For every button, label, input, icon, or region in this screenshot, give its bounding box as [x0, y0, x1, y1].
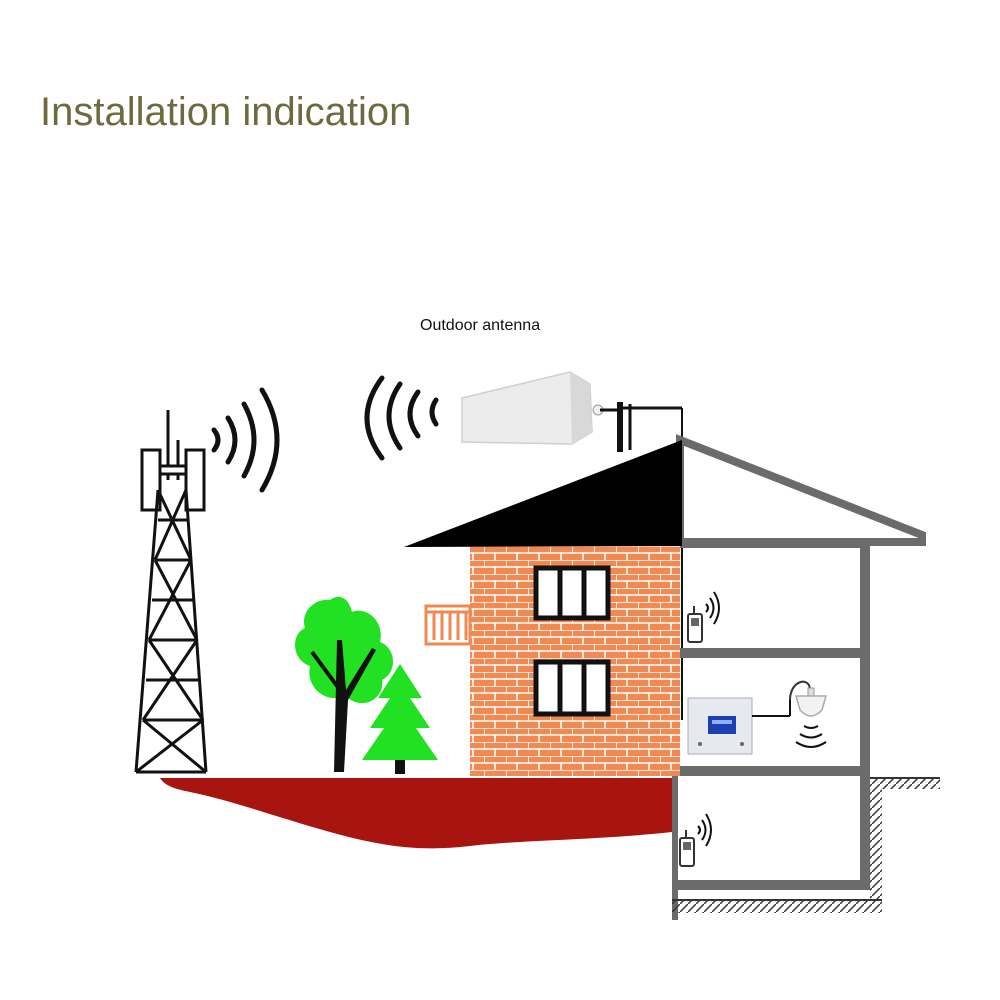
tree-icon: [294, 596, 394, 772]
phone-icon: [687, 591, 720, 643]
page-title: Installation indication: [40, 90, 412, 134]
antenna-signal-icon: [364, 375, 439, 461]
window-upper: [533, 565, 611, 621]
pine-tree-icon: [362, 664, 438, 774]
outdoor-antenna-label: Outdoor antenna: [420, 317, 540, 334]
signal-repeater: [687, 697, 791, 755]
outdoor-antenna: [461, 371, 683, 720]
phone-icon: [679, 813, 712, 867]
balcony: [424, 604, 472, 646]
window-lower: [533, 659, 611, 717]
roof: [404, 440, 682, 547]
house-structure: [672, 434, 940, 920]
tower-signal-icon: [211, 387, 280, 493]
cell-tower: [134, 410, 208, 774]
indoor-antenna-icon: [789, 680, 827, 748]
ground: [160, 778, 672, 849]
